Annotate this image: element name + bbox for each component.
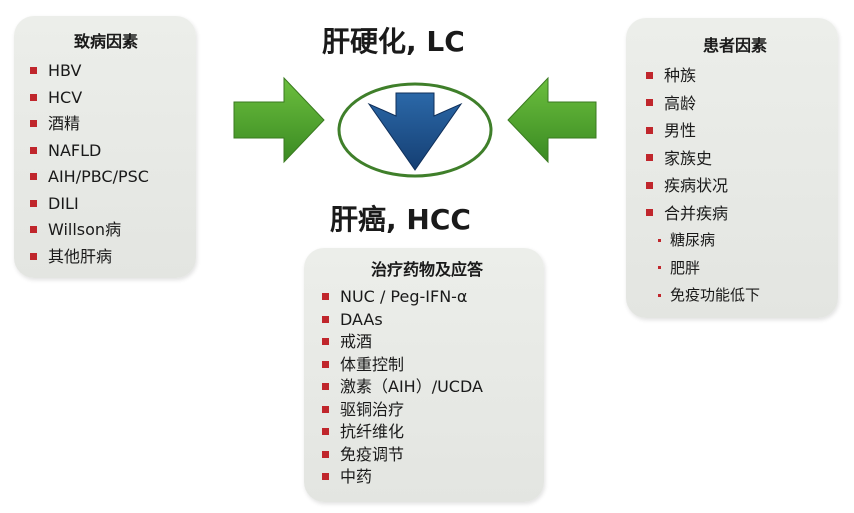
bullet-icon	[30, 93, 37, 101]
item-label: 男性	[664, 121, 697, 140]
bullet-icon	[30, 226, 37, 234]
bullet-icon	[30, 252, 37, 260]
sub-list-item: 免疫功能低下	[644, 282, 826, 310]
bullet-icon	[646, 209, 653, 217]
list-item: 合并疾病	[644, 200, 826, 228]
list-item: DILI	[28, 191, 184, 218]
list-item: AIH/PBC/PSC	[28, 164, 184, 191]
item-label: Willson病	[48, 220, 122, 239]
sub-bullet-icon	[658, 238, 661, 242]
bullet-icon	[30, 199, 37, 207]
item-label: 肥胖	[670, 258, 701, 277]
treatment-panel: 治疗药物及应答 NUC / Peg-IFN-α DAAs 戒酒 体重控制 激素（…	[304, 248, 544, 502]
list-item: 高龄	[644, 90, 826, 118]
item-label: 免疫调节	[340, 444, 405, 464]
list-item: 疾病状况	[644, 172, 826, 200]
bullet-icon	[322, 383, 329, 391]
list-item: NAFLD	[28, 138, 184, 165]
hcc-title: 肝癌, HCC	[330, 203, 471, 236]
panel-title: 治疗药物及应答	[370, 260, 483, 279]
item-label: 疾病状况	[664, 176, 729, 195]
item-label: 糖尿病	[670, 231, 716, 249]
item-label: 驱铜治疗	[340, 399, 405, 419]
item-label: 体重控制	[340, 354, 405, 374]
list-item: 男性	[644, 117, 826, 145]
item-label: 其他肝病	[48, 246, 113, 266]
item-label: DILI	[48, 193, 79, 213]
item-label: NUC / Peg-IFN-α	[340, 287, 468, 306]
bullet-icon	[646, 181, 653, 189]
list-item: 体重控制	[320, 354, 534, 377]
bullet-icon	[322, 428, 329, 436]
list-item: NUC / Peg-IFN-α	[320, 286, 534, 309]
list-item: 其他肝病	[28, 244, 184, 271]
list-item: 种族	[644, 62, 826, 90]
list-item: 家族史	[644, 145, 826, 173]
list-item: 激素（AIH）/UCDA	[320, 376, 534, 399]
sub-bullet-icon	[658, 266, 661, 270]
bullet-icon	[30, 67, 37, 75]
bullet-icon	[322, 450, 329, 458]
list-item: Willson病	[28, 217, 184, 244]
list-item: HBV	[28, 58, 184, 85]
list-item: 抗纤维化	[320, 421, 534, 444]
list-item: 酒精	[28, 111, 184, 138]
item-label: 免疫功能低下	[670, 286, 761, 304]
right-arrow-icon	[233, 76, 325, 164]
item-label: 激素（AIH）/UCDA	[340, 377, 483, 396]
sub-list-item: 糖尿病	[644, 227, 826, 255]
list-item: HCV	[28, 85, 184, 112]
item-label: 合并疾病	[664, 203, 729, 223]
bullet-icon	[646, 154, 653, 162]
bullet-icon	[646, 99, 653, 107]
bullet-icon	[30, 120, 37, 128]
item-label: DAAs	[340, 309, 383, 329]
item-label: 酒精	[48, 114, 81, 133]
sub-list-item: 肥胖	[644, 255, 826, 283]
item-label: HBV	[48, 61, 82, 80]
bullet-icon	[322, 338, 329, 346]
item-label: 高龄	[664, 93, 697, 113]
bullet-icon	[322, 315, 329, 323]
left-arrow-icon	[507, 76, 597, 164]
bullet-icon	[646, 71, 653, 79]
bullet-icon	[646, 126, 653, 134]
panel-title: 致病因素	[73, 32, 138, 51]
patient-factors-panel: 患者因素 种族 高龄 男性 家族史 疾病状况 合并疾病 糖尿病 肥胖 免疫功能低…	[626, 18, 838, 318]
panel-title: 患者因素	[702, 36, 767, 55]
bullet-icon	[322, 405, 329, 413]
item-label: AIH/PBC/PSC	[48, 167, 149, 186]
etiology-panel: 致病因素 HBV HCV 酒精 NAFLD AIH/PBC/PSC DILI W…	[14, 16, 196, 278]
item-label: 抗纤维化	[340, 422, 405, 441]
bullet-icon	[30, 173, 37, 181]
bullet-icon	[322, 360, 329, 368]
list-item: 戒酒	[320, 331, 534, 354]
bullet-icon	[30, 146, 37, 154]
item-label: 家族史	[664, 148, 713, 168]
item-label: 中药	[340, 467, 373, 486]
bullet-icon	[322, 293, 329, 301]
cirrhosis-title: 肝硬化, LC	[322, 25, 465, 58]
bullet-icon	[322, 473, 329, 481]
item-label: 戒酒	[340, 332, 373, 351]
sub-bullet-icon	[658, 293, 661, 297]
item-label: HCV	[48, 87, 83, 107]
list-item: 免疫调节	[320, 444, 534, 467]
list-item: 中药	[320, 466, 534, 489]
list-item: 驱铜治疗	[320, 399, 534, 422]
item-label: 种族	[664, 66, 697, 85]
down-arrow-icon	[367, 92, 463, 171]
item-label: NAFLD	[48, 140, 102, 160]
list-item: DAAs	[320, 309, 534, 332]
